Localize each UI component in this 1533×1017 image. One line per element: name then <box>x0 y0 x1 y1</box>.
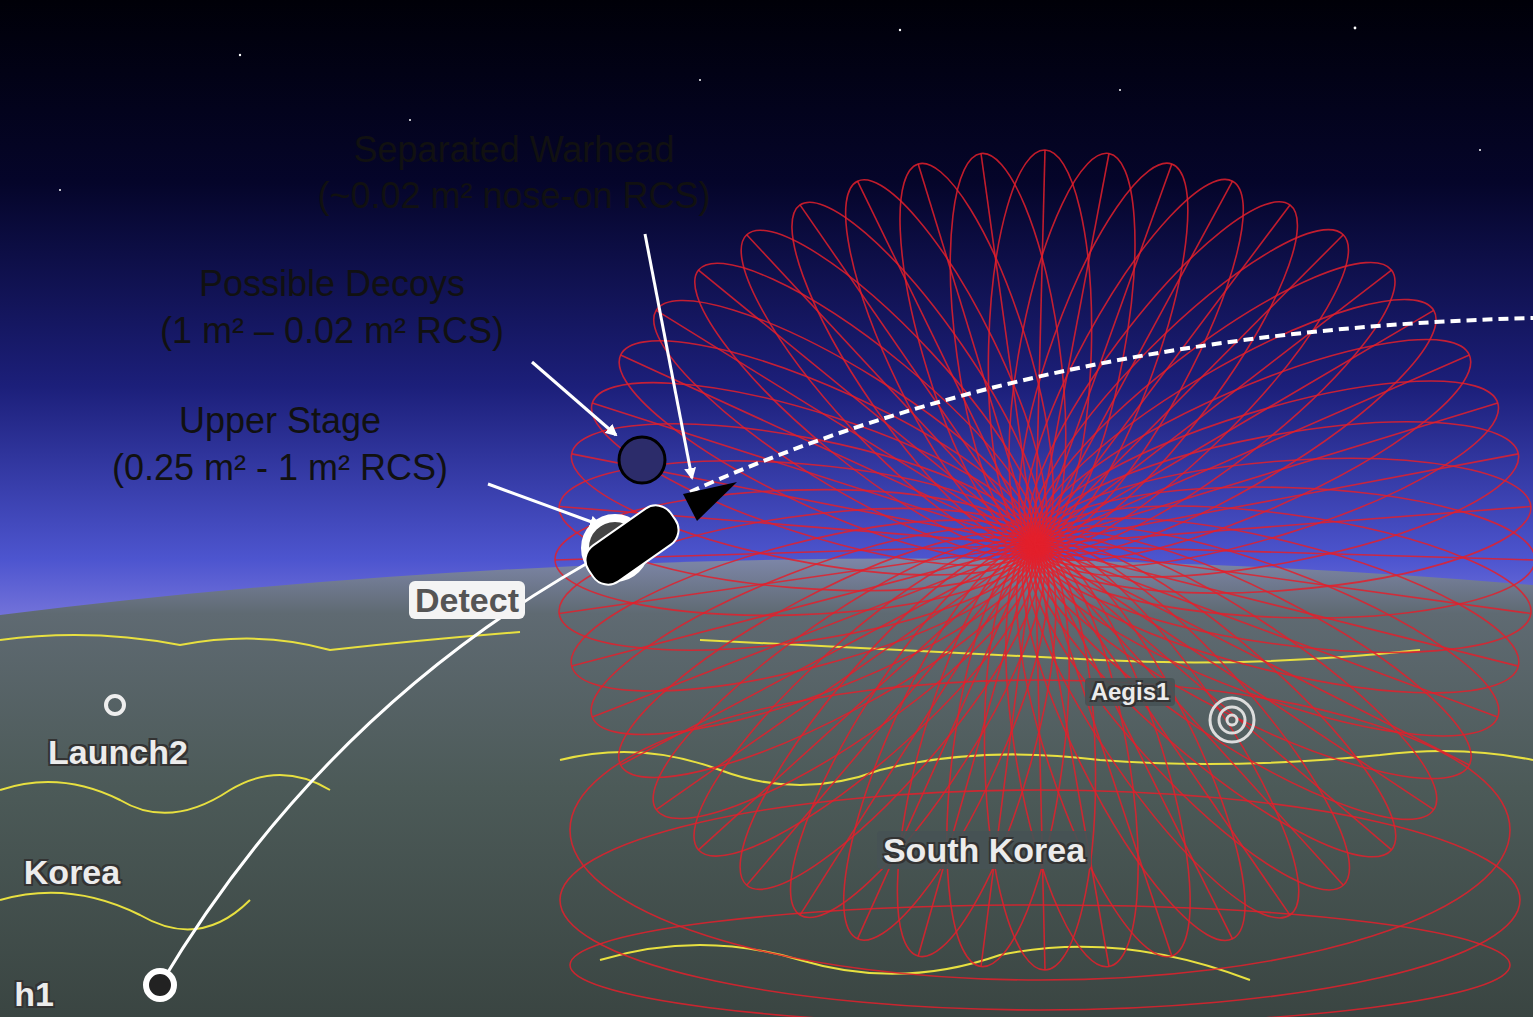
radar-ring <box>570 905 1510 1017</box>
radar-spoke <box>1035 545 1045 970</box>
radar-ring <box>570 680 1510 980</box>
map-label: South Korea <box>877 831 1091 869</box>
radar-petal <box>806 522 1086 962</box>
radar-spoke <box>1035 507 1531 546</box>
radar-petal <box>1006 489 1497 822</box>
radar-petal <box>930 147 1086 553</box>
radar-spoke <box>621 355 1035 545</box>
callout-title: Upper Stage <box>179 400 381 442</box>
map-label: Korea <box>24 853 120 891</box>
radar-petal <box>1010 299 1494 602</box>
stars <box>59 27 1481 191</box>
radar-petal <box>980 544 1101 972</box>
radar-spoke <box>656 545 1035 810</box>
radar-ring <box>560 790 1520 1010</box>
launch-marker <box>106 696 124 714</box>
radar-spoke <box>1035 454 1518 545</box>
radar-coverage-dome <box>550 144 1533 1017</box>
radar-spoke <box>1035 545 1498 717</box>
radar-petal <box>550 483 1044 675</box>
radar-petal <box>1019 482 1533 729</box>
callout-value: (~0.02 m² nose-on RCS) <box>317 175 710 217</box>
callout-value: (1 m² – 0.02 m² RCS) <box>160 310 504 352</box>
trajectory-line <box>160 548 615 985</box>
radar-petal <box>982 527 1226 974</box>
radar-spoke <box>1035 545 1469 765</box>
radar-petal <box>810 158 1082 568</box>
radar-petal <box>984 519 1284 964</box>
upper-stage-icon <box>578 498 685 591</box>
leader-lines <box>488 234 692 525</box>
warhead-icon <box>683 482 737 521</box>
radar-spoke <box>1035 270 1392 545</box>
coastlines <box>0 632 1533 980</box>
radar-spoke <box>918 164 1035 545</box>
radar-petal <box>988 156 1280 571</box>
radar-petal <box>560 394 1047 606</box>
radar-spoke <box>858 181 1036 545</box>
radar-spoke <box>1035 205 1290 545</box>
radar-petal <box>1030 442 1533 609</box>
radar-petal <box>556 485 1051 727</box>
radar-petal <box>1005 259 1465 597</box>
map-label: Launch2 <box>48 733 188 771</box>
aegis-symbol <box>1210 698 1254 742</box>
marker-label: Detect <box>409 581 525 619</box>
callout-title: Separated Warhead <box>354 129 675 171</box>
callout-title: Possible Decoys <box>199 263 465 305</box>
radar-spoke <box>800 205 1035 545</box>
radar-petal <box>553 483 1037 623</box>
radar-petal <box>570 488 1057 775</box>
launch-marker <box>146 971 174 999</box>
callout-value: (0.25 m² - 1 m² RCS) <box>112 447 448 489</box>
trajectory-predicted <box>690 318 1533 492</box>
map-label: Aegis1 <box>1085 678 1176 706</box>
decoy-icon <box>619 437 665 483</box>
radar-petal <box>995 195 1384 585</box>
map-label: h1 <box>14 975 54 1013</box>
radar-petal <box>1023 391 1530 608</box>
radar-petal <box>706 197 1075 582</box>
